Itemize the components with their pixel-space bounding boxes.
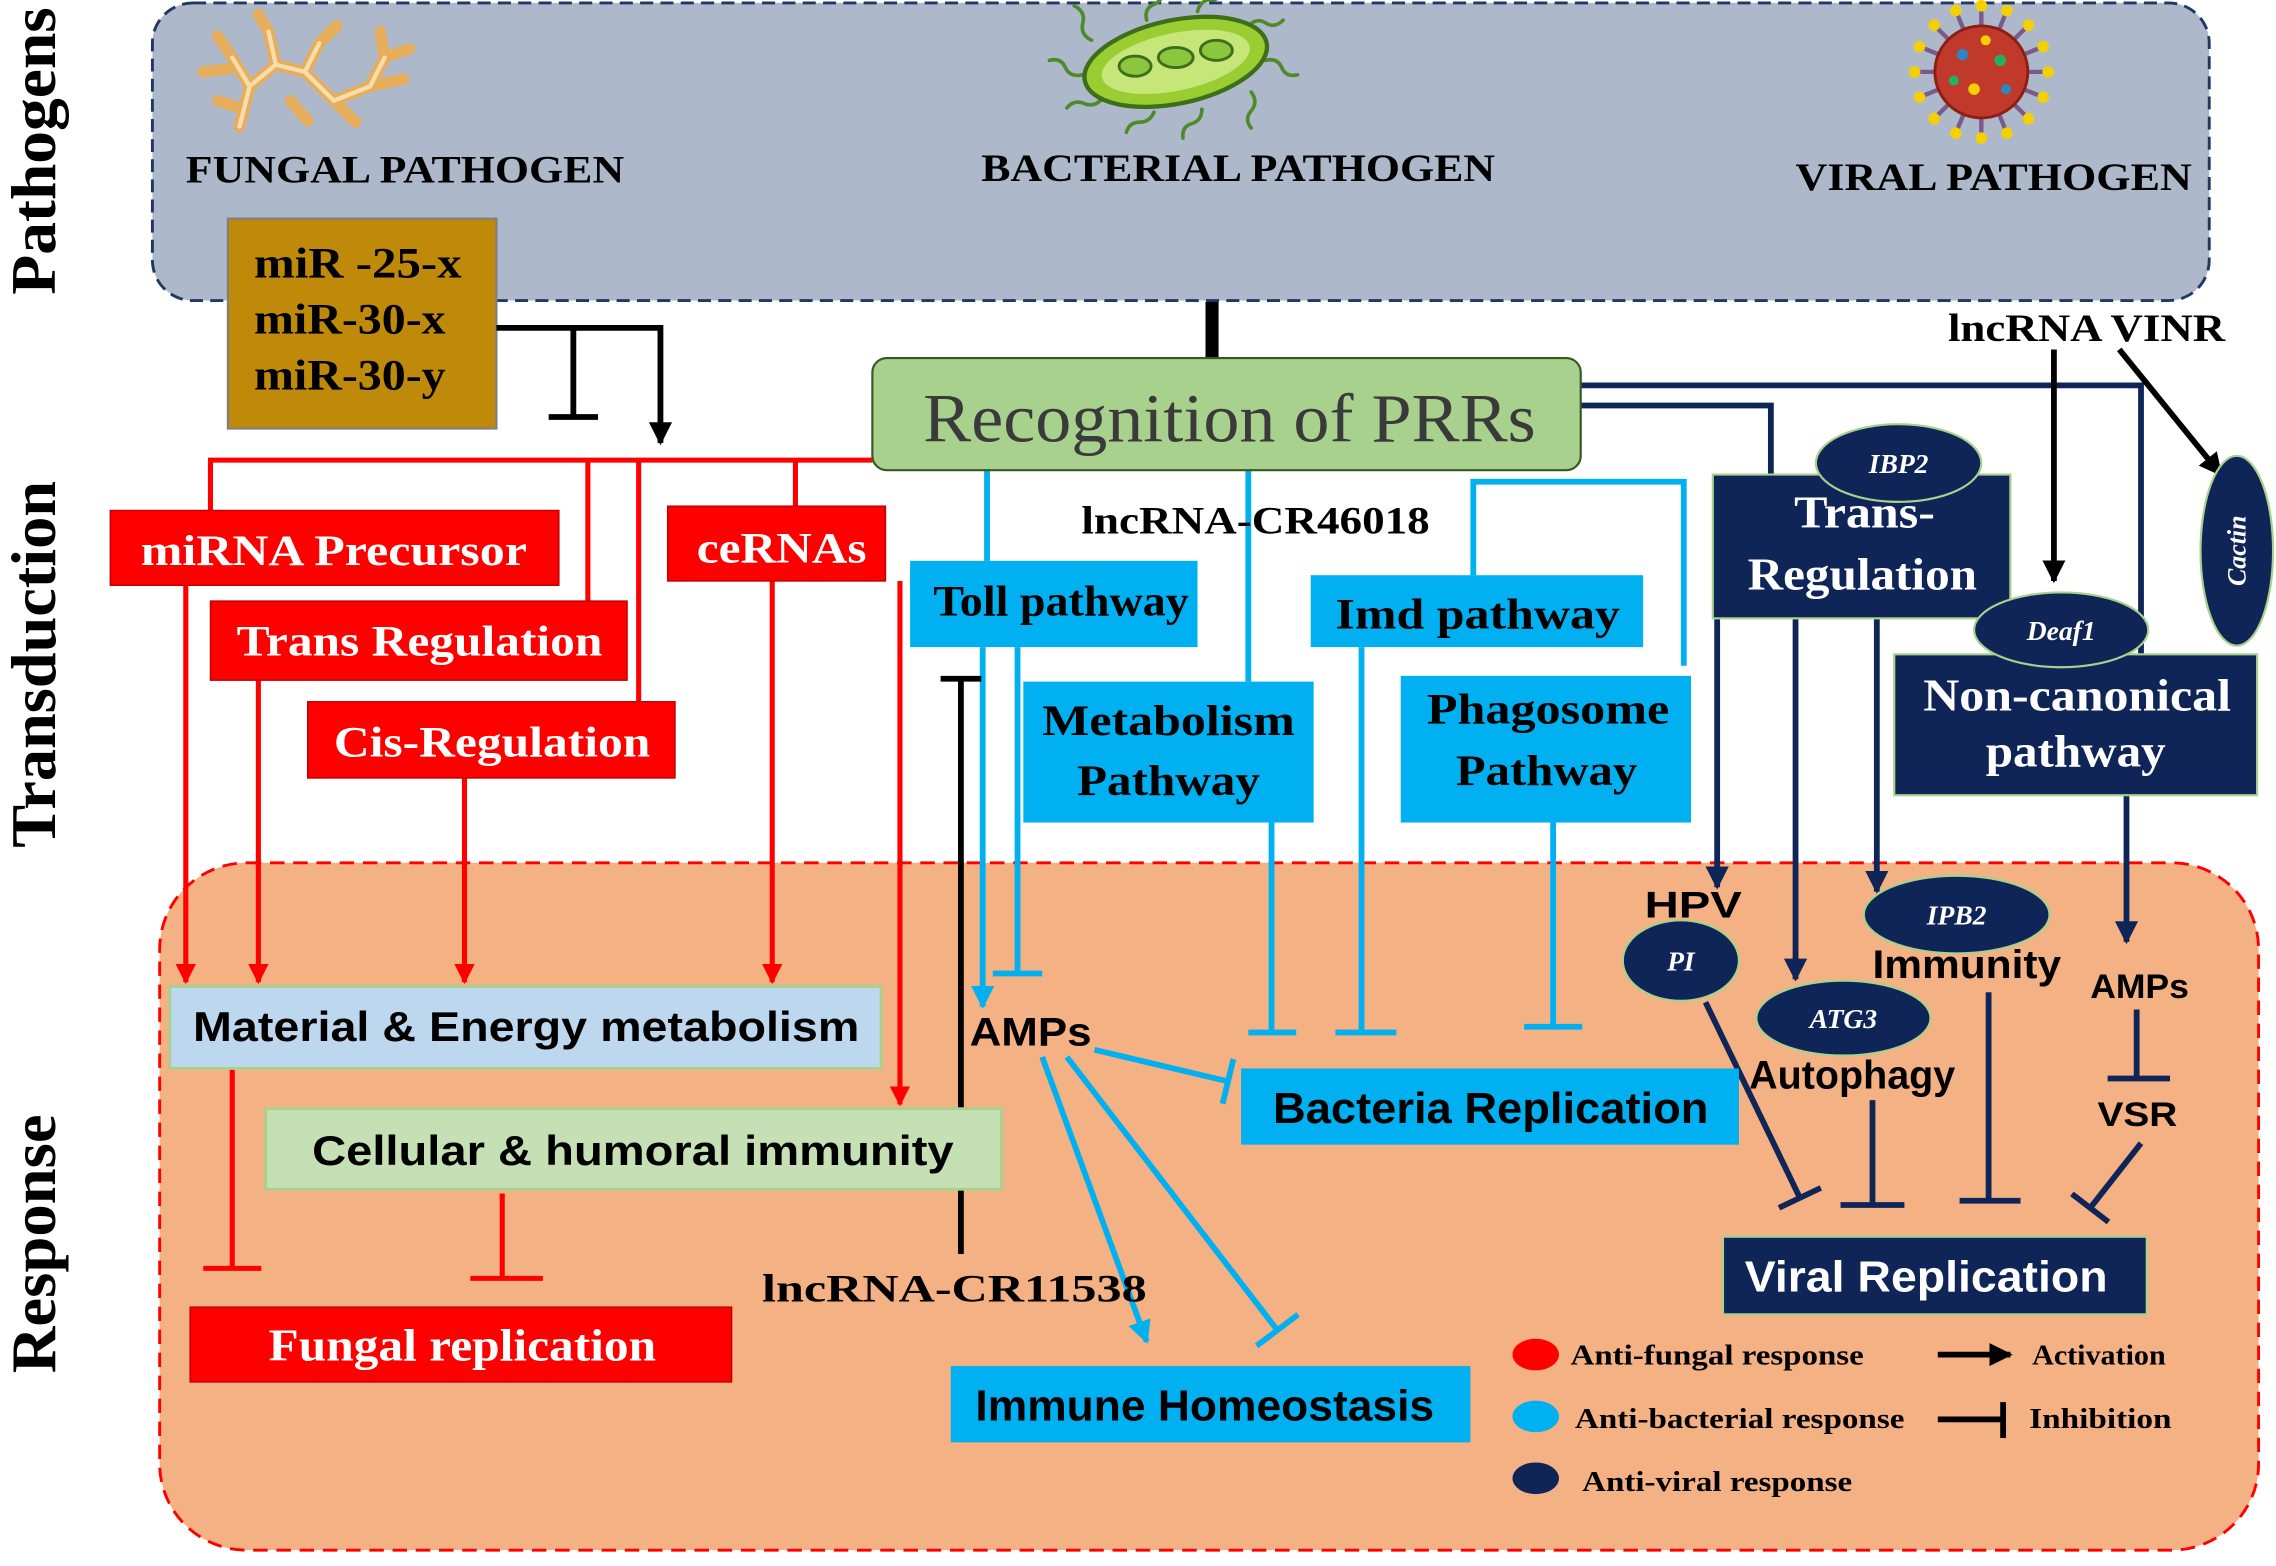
- inhibition-amps-to-bacteria: [1093, 1046, 1229, 1085]
- cactin-node: [2199, 454, 2275, 647]
- arrow-amps-to-homeostasis: [1039, 1055, 1151, 1344]
- prr-to-trans-regulation-line: [1580, 402, 1774, 475]
- fungal-pathogen-icon: [197, 8, 416, 133]
- ipb2-label: IPB2: [1926, 901, 1987, 931]
- cellular-humoral-box: [264, 1107, 1004, 1191]
- phagosome-pathway-label-1: Phagosome: [1427, 686, 1669, 734]
- mirna-label-1: miR -25-x: [254, 240, 462, 288]
- noncanonical-pathway-label-1: Non-canonical: [1923, 670, 2231, 721]
- section-label-pathogens: Pathogens: [0, 7, 69, 295]
- toll-pathway-box: [910, 560, 1198, 648]
- inhibition-amps-to-homeostasis-bar: [1254, 1312, 1300, 1349]
- mirna-label-2: miR-30-x: [254, 296, 446, 344]
- inhibition-pi-to-viral: [1702, 1001, 1803, 1200]
- atg3-node: [1755, 979, 1932, 1057]
- prr-to-noncanonical-line: [1580, 382, 2144, 655]
- fungal-trans-regulation-label: Trans Regulation: [237, 618, 603, 666]
- arrow-vinr-to-cactin: [2116, 347, 2224, 477]
- inhibition-pi-to-viral-bar: [1777, 1185, 1823, 1211]
- legend-anti-viral-label: Anti-viral response: [1582, 1466, 1852, 1498]
- pathogen-panel: [150, 1, 2211, 302]
- recognition-label: Recognition of PRRs: [923, 380, 1536, 457]
- legend-anti-bacterial-swatch: [1512, 1400, 1559, 1433]
- cerna-label: ceRNAs: [697, 524, 867, 572]
- noncanonical-pathway-box: [1893, 653, 2259, 797]
- cis-regulation-box: [306, 701, 676, 779]
- material-energy-box: [168, 985, 883, 1070]
- metabolism-pathway-label-1: Metabolism: [1042, 697, 1295, 745]
- phagosome-pathway-label-2: Pathway: [1456, 747, 1638, 795]
- fungal-branch-line: [207, 457, 873, 511]
- legend-anti-bacterial-label: Anti-bacterial response: [1575, 1403, 1905, 1435]
- viral-amps-label: AMPs: [2090, 968, 2189, 1006]
- cellular-humoral-label: Cellular & humoral immunity: [312, 1127, 954, 1174]
- bacterial-pathogen-icon: [1047, 0, 1300, 140]
- immune-homeostasis-label: Immune Homeostasis: [975, 1383, 1434, 1431]
- ibp2-label: IBP2: [1868, 449, 1929, 479]
- legend-anti-fungal-swatch: [1512, 1338, 1559, 1371]
- legend-anti-viral-swatch: [1512, 1462, 1559, 1495]
- fungal-pathogen-label: FUNGAL PATHOGEN: [186, 149, 624, 192]
- noncanonical-pathway-label-2: pathway: [1986, 726, 2166, 777]
- lncrna-cr11538-label: lncRNA-CR11538: [762, 1268, 1147, 1311]
- mirna-activation-arrow: [496, 324, 673, 446]
- viral-pathogen-icon: [1908, 0, 2054, 144]
- cactin-label: Cactin: [2222, 516, 2251, 586]
- deaf1-node: [1972, 591, 2150, 669]
- phagosome-pathway-box: [1400, 675, 1692, 823]
- legend-activation-label: Activation: [2032, 1340, 2166, 1372]
- mirna-box: [226, 217, 498, 430]
- cerna-box: [666, 505, 887, 582]
- section-label-response: Response: [0, 1114, 69, 1373]
- legend-inhibition-label: Inhibition: [2029, 1403, 2171, 1435]
- deaf1-label: Deaf1: [2026, 616, 2096, 646]
- bacteria-replication-box: [1241, 1068, 1739, 1145]
- bacteria-replication-label: Bacteria Replication: [1273, 1085, 1708, 1133]
- mirna-label-3: miR-30-y: [254, 352, 446, 400]
- imd-pathway-label: Imd pathway: [1335, 591, 1620, 639]
- lncrna-vinr-label: lncRNA VINR: [1948, 307, 2226, 350]
- viral-replication-box: [1721, 1235, 2148, 1316]
- metabolism-pathway-label-2: Pathway: [1077, 757, 1260, 805]
- bacterial-amps-label: AMPs: [970, 1009, 1092, 1055]
- hpv-label: HPV: [1645, 884, 1742, 926]
- inhibition-vsr-to-viral: [2087, 1141, 2144, 1210]
- fungal-replication-box: [189, 1306, 733, 1383]
- material-energy-label: Material & Energy metabolism: [193, 1003, 859, 1050]
- vsr-label: VSR: [2097, 1096, 2177, 1134]
- lncrna-cr46018-label: lncRNA-CR46018: [1081, 500, 1429, 543]
- section-label-transduction: Transduction: [0, 481, 69, 848]
- legend-anti-fungal-label: Anti-fungal response: [1571, 1340, 1864, 1372]
- ibp2-node: [1814, 423, 1983, 503]
- recognition-box: [871, 356, 1582, 472]
- fungal-connectors: [175, 457, 911, 1281]
- immunity-label: Immunity: [1872, 941, 2061, 987]
- pi-label: PI: [1666, 947, 1696, 977]
- bacterial-connectors: [971, 470, 1687, 1349]
- mirna-precursor-label: miRNA Precursor: [141, 527, 527, 575]
- inhibition-vsr-to-viral-bar: [2070, 1191, 2111, 1225]
- bacterial-pathogen-label: BACTERIAL PATHOGEN: [981, 147, 1495, 190]
- viral-replication-label: Viral Replication: [1745, 1254, 2108, 1302]
- ipb2-node: [1862, 874, 2051, 955]
- autophagy-label: Autophagy: [1749, 1052, 1956, 1098]
- fungal-replication-label: Fungal replication: [269, 1320, 657, 1371]
- viral-connectors: [1580, 382, 2171, 1225]
- inhibition-amps-to-bacteria-bar: [1219, 1058, 1237, 1105]
- legend: Anti-fungal response Anti-bacterial resp…: [1512, 1338, 2171, 1498]
- toll-pathway-label: Toll pathway: [933, 578, 1189, 626]
- metabolism-pathway-box: [1023, 681, 1314, 823]
- atg3-label: ATG3: [1808, 1004, 1877, 1034]
- pi-node: [1621, 919, 1741, 1002]
- imd-pathway-box: [1310, 575, 1644, 648]
- immune-homeostasis-box: [950, 1366, 1471, 1443]
- inhibition-amps-to-homeostasis: [1064, 1055, 1280, 1332]
- viral-trans-regulation-label-2: Regulation: [1748, 549, 1977, 600]
- viral-pathogen-label: VIRAL PATHOGEN: [1796, 156, 2192, 199]
- fungal-trans-regulation-box: [209, 600, 628, 681]
- cis-regulation-label: Cis-Regulation: [334, 719, 650, 767]
- prr-to-imd-phagosome-line: [1470, 478, 1687, 666]
- mirna-precursor-box: [109, 509, 560, 586]
